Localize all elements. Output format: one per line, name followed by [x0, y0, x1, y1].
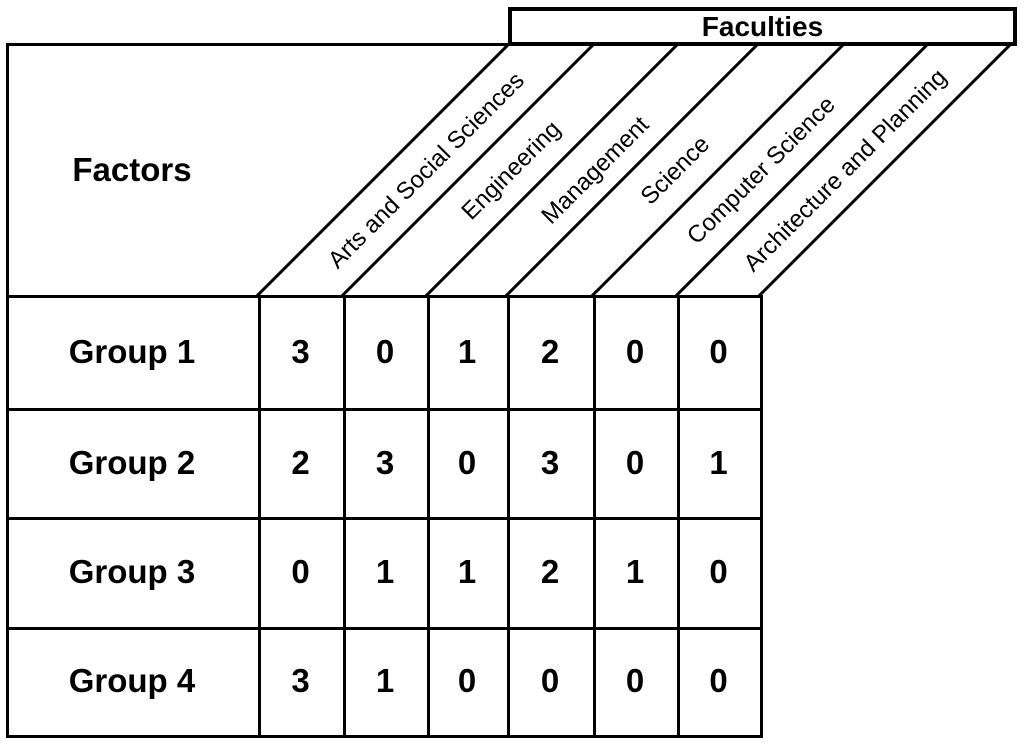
table-top-border [6, 43, 1017, 46]
table-cell: 0 [625, 662, 645, 699]
column-separator [258, 295, 261, 738]
row-label-group-4: Group 4 [68, 662, 196, 699]
table-cell: 0 [457, 662, 477, 699]
table-cell: 1 [625, 553, 645, 590]
table-cell: 2 [291, 443, 310, 481]
column-separator [677, 295, 680, 738]
table-cell: 0 [375, 332, 395, 370]
table-left-border [6, 43, 9, 738]
table-cell: 1 [457, 553, 477, 590]
row-label-group-1: Group 1 [68, 332, 196, 370]
table-right-border [760, 295, 763, 738]
table-bottom-border [6, 735, 763, 738]
column-separator [593, 295, 596, 738]
table-cell: 3 [291, 662, 310, 699]
table-cell: 3 [291, 332, 310, 370]
column-separator [427, 295, 430, 738]
table-cell: 0 [709, 553, 728, 590]
factors-header: Factors [72, 150, 192, 188]
column-separator [343, 295, 346, 738]
table-cell: 0 [625, 332, 645, 370]
row-separator [6, 517, 763, 520]
table-cell: 0 [457, 443, 477, 481]
column-separator [507, 295, 510, 738]
table-cell: 3 [540, 443, 560, 481]
table-cell: 2 [540, 553, 560, 590]
table-cell: 2 [540, 332, 560, 370]
table-cell: 3 [375, 443, 395, 481]
table-cell: 1 [375, 553, 395, 590]
table-cell: 0 [291, 553, 310, 590]
row-label-group-3: Group 3 [68, 553, 196, 590]
header-bottom-border [6, 295, 763, 298]
row-separator [6, 627, 763, 630]
table-cell: 0 [625, 443, 645, 481]
table-cell: 0 [709, 332, 728, 370]
row-separator [6, 408, 763, 411]
table-cell: 1 [709, 443, 728, 481]
table-cell: 1 [375, 662, 395, 699]
table-cell: 0 [540, 662, 560, 699]
table-cell: 1 [457, 332, 477, 370]
row-label-group-2: Group 2 [68, 443, 196, 481]
table-cell: 0 [709, 662, 728, 699]
